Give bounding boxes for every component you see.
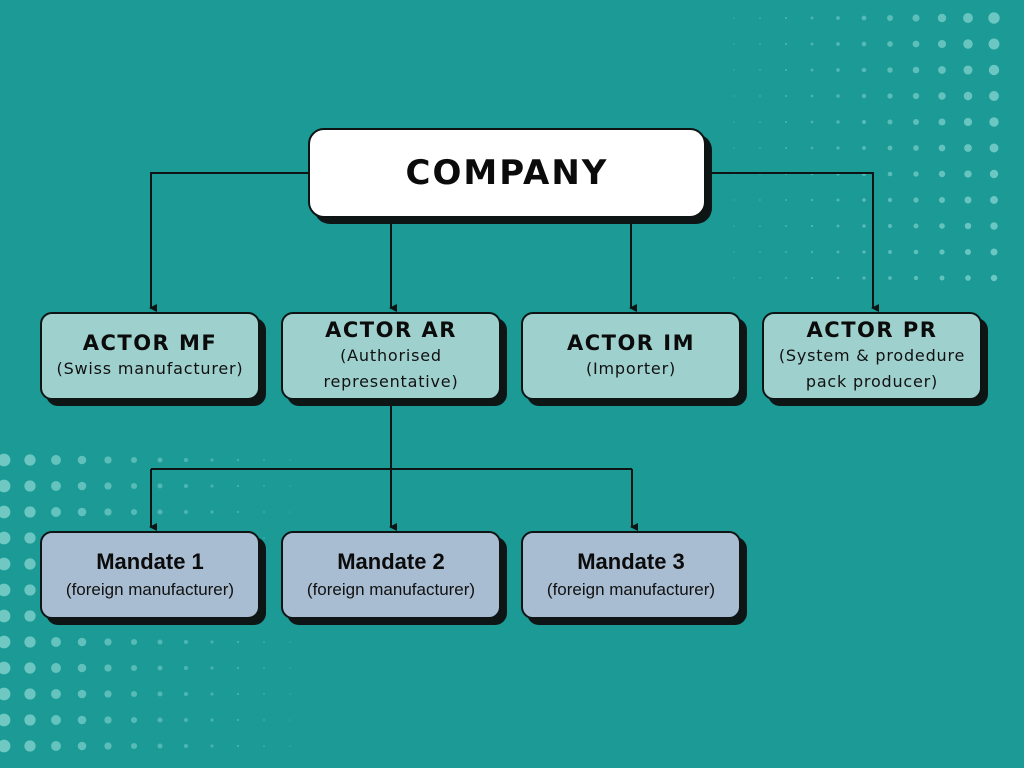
actor-ar-title: ACTOR AR	[325, 318, 457, 342]
mandate-1-subtitle: (foreign manufacturer)	[65, 580, 235, 599]
actor-im-node: ACTOR IM (Importer)	[521, 312, 741, 400]
actor-ar-subtitle: (Authorised representative)	[323, 346, 459, 391]
mandate-3-node: Mandate 3 (foreign manufacturer)	[521, 531, 741, 619]
mandate-2-subtitle: (foreign manufacturer)	[306, 580, 476, 599]
mandate-1-title: Mandate 1	[96, 549, 204, 574]
actor-pr-node: ACTOR PR (System & prodedure pack produc…	[762, 312, 982, 400]
actor-im-title: ACTOR IM	[566, 331, 696, 355]
actor-mf-title: ACTOR MF	[82, 331, 218, 355]
company-title: COMPANY	[405, 153, 609, 193]
mandate-2-title: Mandate 2	[337, 549, 445, 574]
actor-ar-node: ACTOR AR (Authorised representative)	[281, 312, 501, 400]
actor-mf-subtitle: (Swiss manufacturer)	[56, 359, 244, 378]
actor-im-subtitle: (Importer)	[585, 359, 676, 378]
company-node: COMPANY	[308, 128, 706, 218]
mandate-2-node: Mandate 2 (foreign manufacturer)	[281, 531, 501, 619]
mandate-1-node: Mandate 1 (foreign manufacturer)	[40, 531, 260, 619]
mandate-3-title: Mandate 3	[577, 549, 685, 574]
actor-mf-node: ACTOR MF (Swiss manufacturer)	[40, 312, 260, 400]
actor-pr-subtitle: (System & prodedure pack producer)	[778, 346, 966, 391]
connector-company-to-actor-mf	[149, 172, 310, 312]
actor-pr-title: ACTOR PR	[806, 318, 938, 342]
connector-company-to-actor-pr	[712, 172, 879, 312]
mandate-3-subtitle: (foreign manufacturer)	[546, 580, 716, 599]
